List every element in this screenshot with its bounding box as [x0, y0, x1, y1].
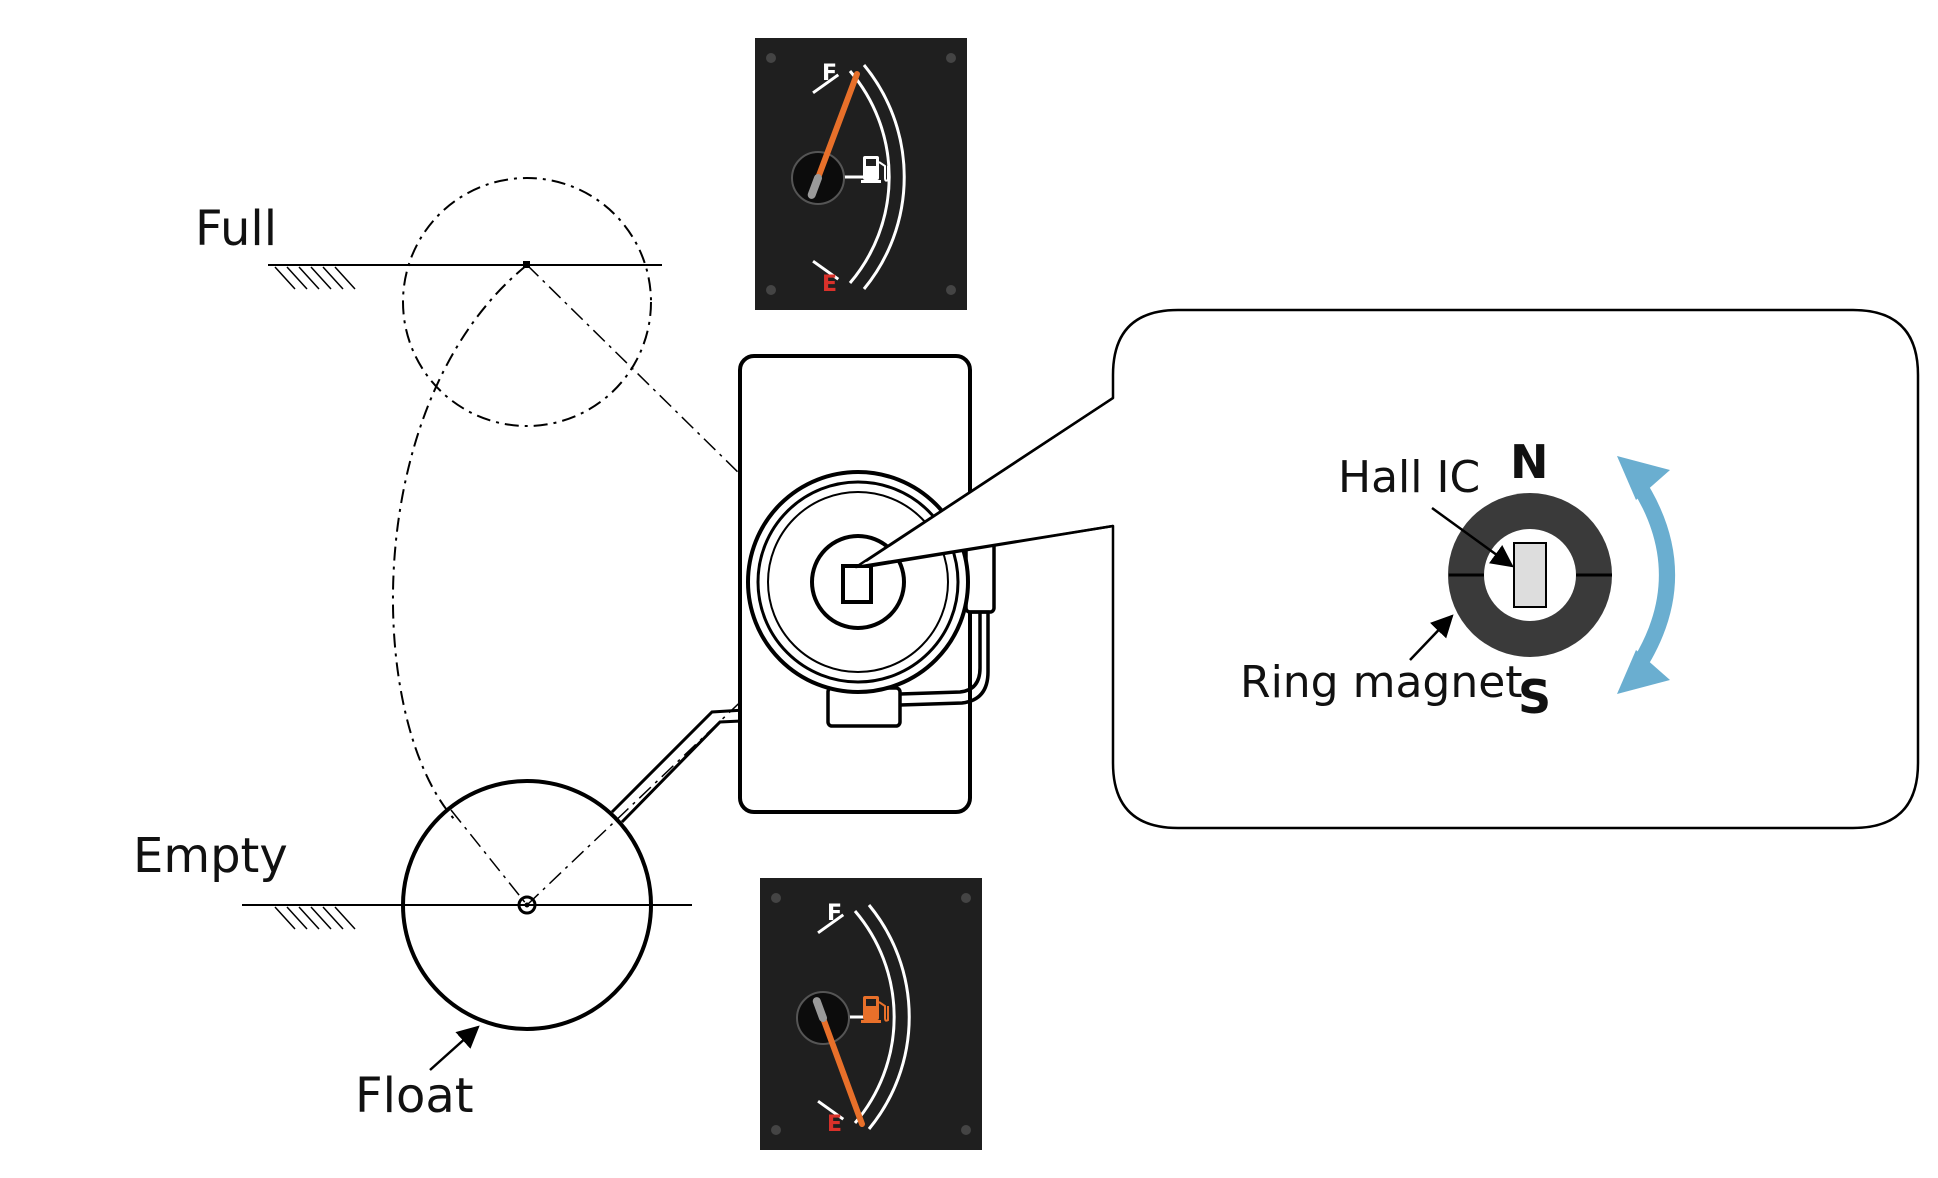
hall-ic-element: [1513, 542, 1547, 608]
ring-magnet-label: Ring magnet: [1240, 657, 1523, 708]
gauge-needle: [815, 71, 860, 181]
sender-rotor: [746, 470, 970, 694]
gauge-tick: [812, 73, 840, 95]
float-swing-arc: [392, 264, 528, 821]
float-label: Float: [355, 1068, 474, 1124]
gauge-tick: [817, 1099, 845, 1121]
sender-hall-ic-small: [841, 564, 873, 604]
fuel-gauge-full: F E: [755, 38, 967, 310]
gauge-scale-arc: [848, 70, 891, 284]
gauge-scale-arc: [853, 910, 896, 1124]
south-pole-label: S: [1518, 670, 1551, 724]
float-full-position: [402, 177, 652, 427]
gauge-empty-mark: E: [822, 272, 837, 297]
float-pointer-arrow: [429, 1025, 480, 1071]
gauge-tick: [812, 259, 840, 281]
hall-ic-label: Hall IC: [1338, 452, 1480, 503]
gauge-full-mark: F: [822, 61, 837, 86]
fuel-gauge-empty: F E: [760, 878, 982, 1150]
float-empty-position: [401, 779, 653, 1031]
gauge-needle: [820, 1015, 865, 1127]
empty-label: Empty: [133, 828, 288, 884]
float-pivot: [517, 895, 537, 915]
full-level-marker: [268, 261, 662, 290]
ring-magnet-pointer-arrow: [1409, 614, 1454, 661]
arm-lower-centerline: [450, 809, 528, 906]
detail-callout-bubble: [854, 308, 1920, 830]
gauge-full-mark: F: [827, 901, 842, 926]
north-pole-label: N: [1510, 435, 1549, 489]
empty-level-marker: [242, 904, 692, 930]
fuel-pump-icon: [861, 156, 889, 183]
hall-ic-pointer-arrow: [1431, 506, 1514, 568]
rotation-arrow: [1617, 456, 1675, 694]
gauge-empty-mark: E: [827, 1112, 842, 1137]
fuel-pump-icon: [861, 996, 889, 1023]
full-label: Full: [195, 201, 277, 257]
gauge-tick: [817, 913, 845, 935]
ring-magnet: [1448, 493, 1612, 657]
